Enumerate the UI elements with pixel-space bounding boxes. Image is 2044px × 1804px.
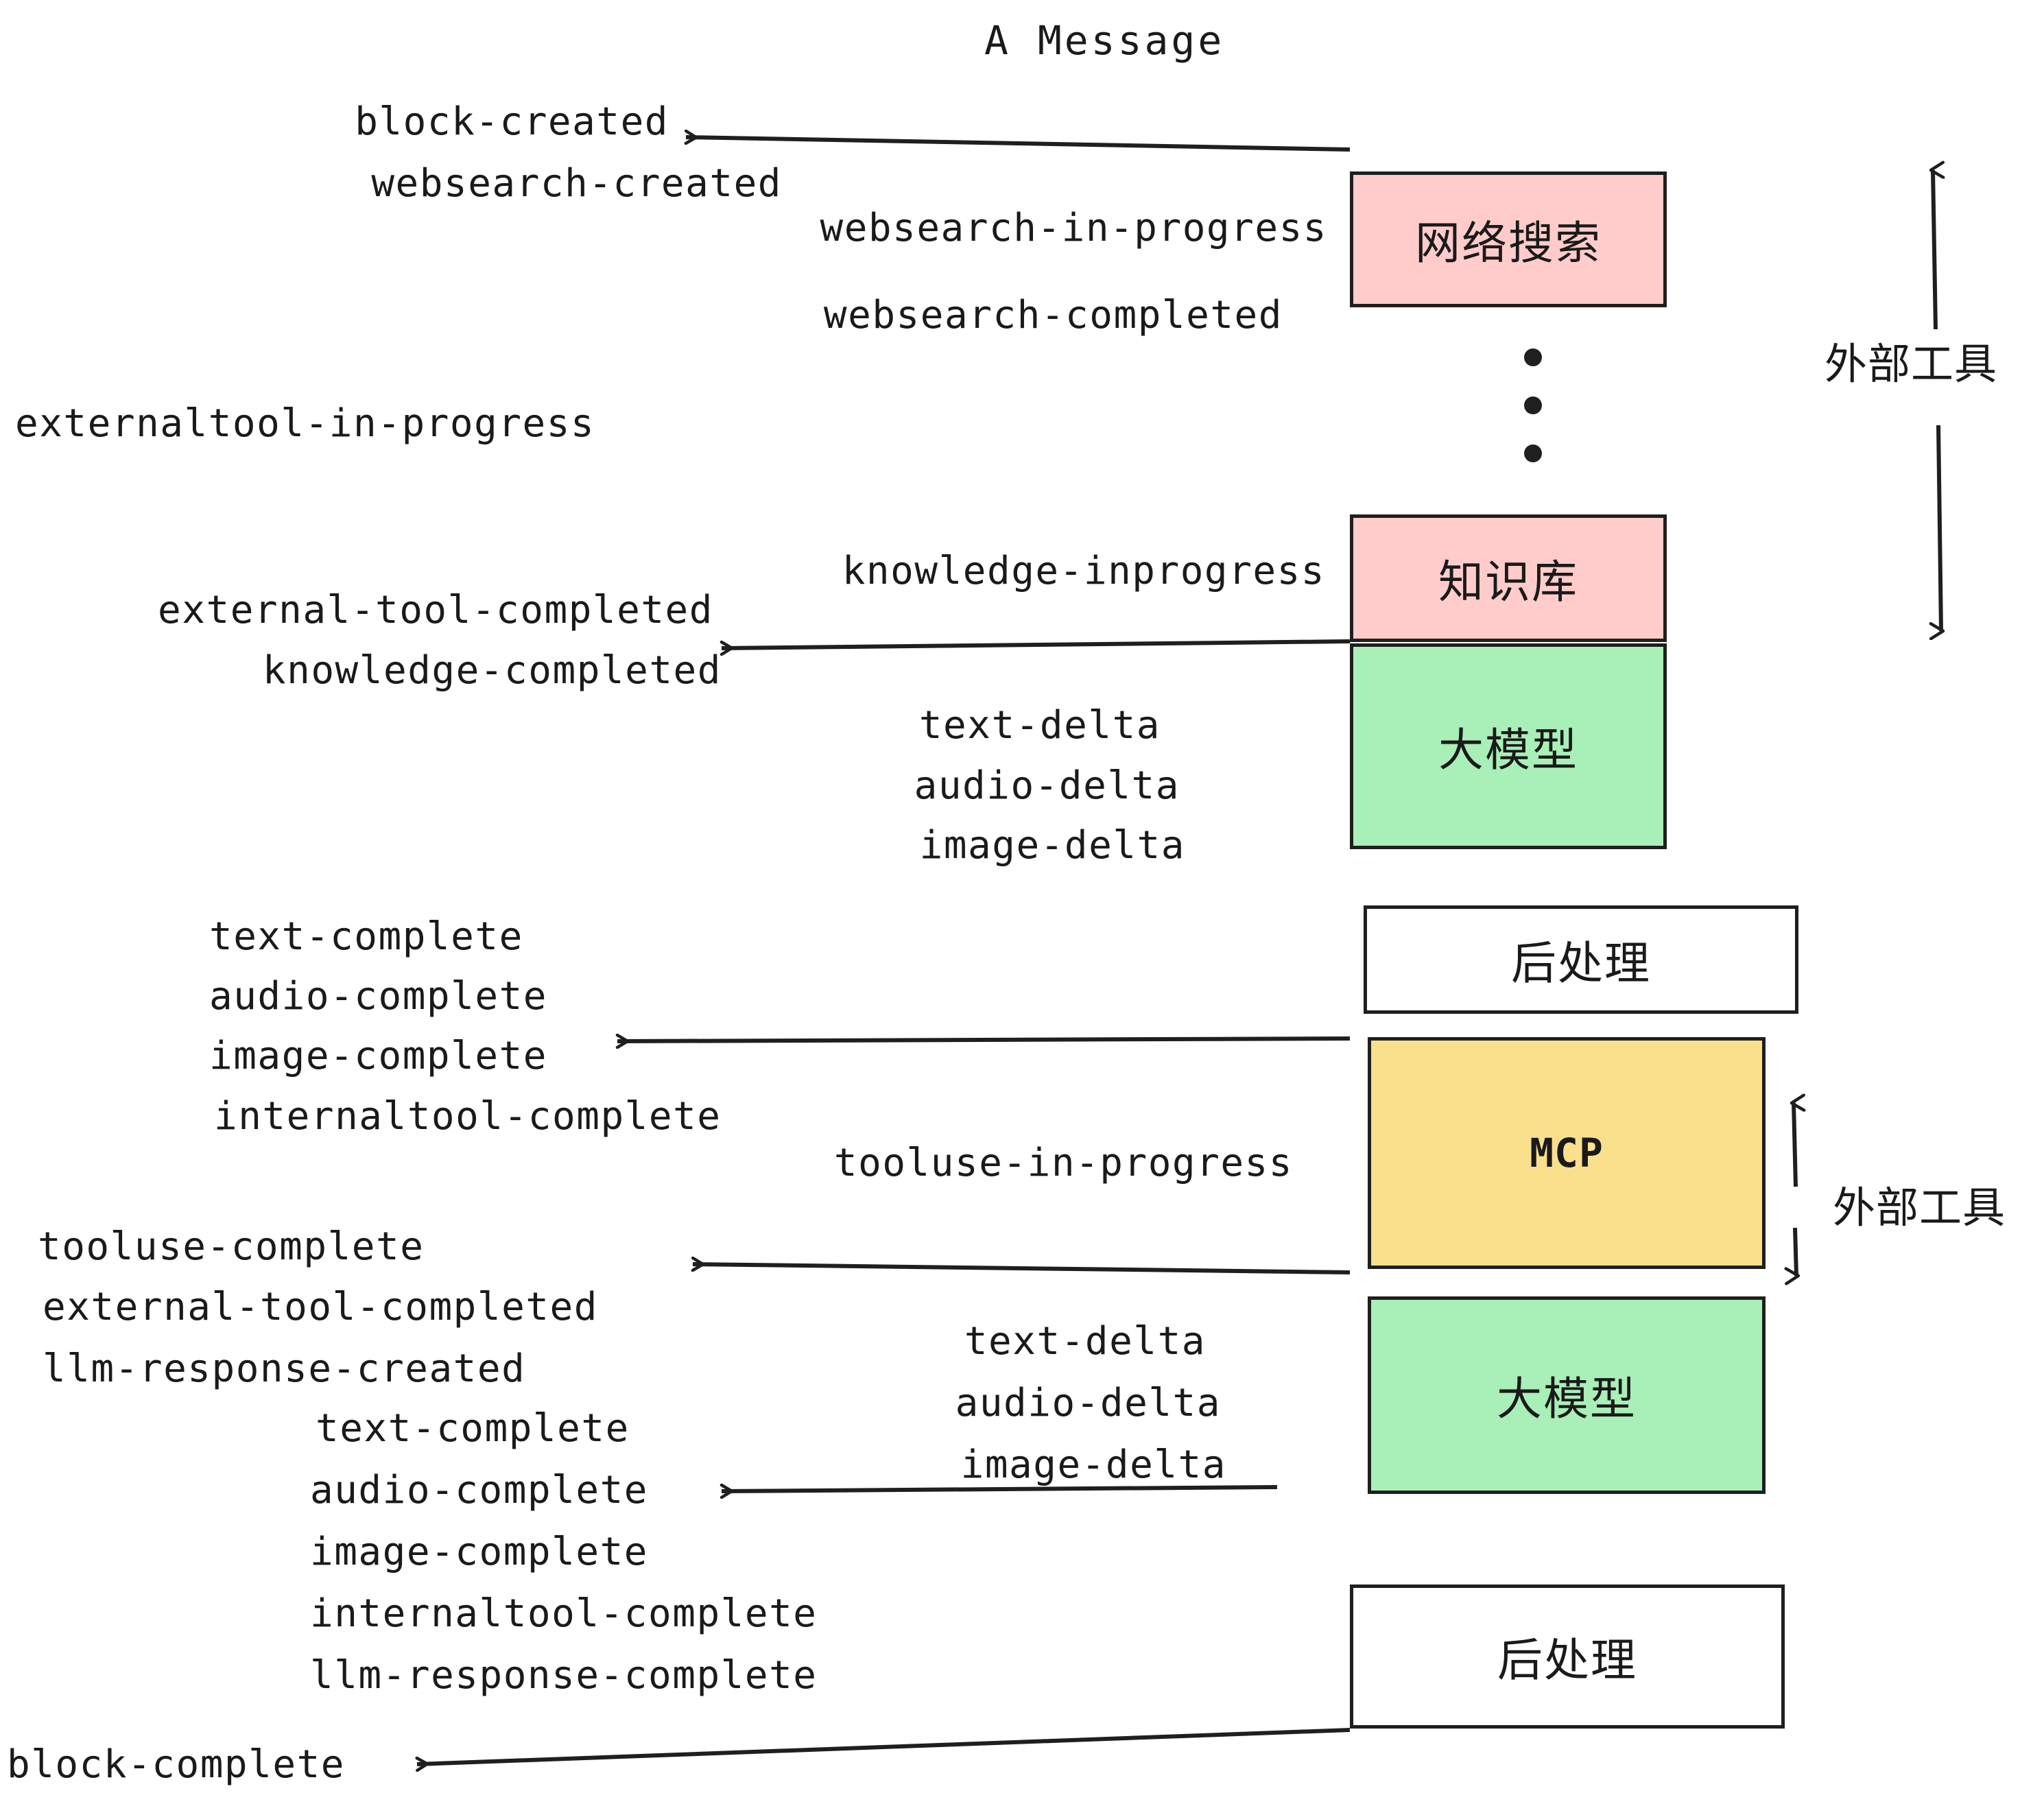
event-image-complete-1: image-complete [209, 1034, 548, 1078]
event-knowledge-completed: knowledge-completed [262, 648, 722, 693]
event-llm-response-complete: llm-response-complete [310, 1653, 818, 1698]
ellipsis-dot-1 [1524, 348, 1542, 366]
box-postprocess-second[interactable]: 后处理 [1350, 1585, 1785, 1729]
external-tools-label-bottom: 外部工具 [1833, 1183, 2006, 1233]
event-tooluse-complete: tooluse-complete [38, 1224, 425, 1269]
box-knowledge[interactable]: 知识库 [1350, 514, 1667, 642]
event-websearch-created: websearch-created [371, 161, 782, 206]
page-title: A Message [984, 17, 1225, 64]
event-image-delta-2: image-delta [960, 1443, 1226, 1487]
box-llm-second[interactable]: 大模型 [1368, 1296, 1766, 1494]
external-tools-label-top: 外部工具 [1825, 339, 1998, 389]
box-mcp[interactable]: MCP [1368, 1037, 1766, 1269]
box-postprocess-first-label: 后处理 [1511, 937, 1651, 990]
box-mcp-label: MCP [1530, 1130, 1604, 1176]
box-websearch-label: 网络搜索 [1415, 217, 1602, 270]
event-llm-response-created: llm-response-created [43, 1346, 526, 1391]
event-external-tool-completed-1: external-tool-completed [158, 588, 713, 632]
event-websearch-in-progress: websearch-in-progress [820, 206, 1327, 250]
event-text-complete-2: text-complete [316, 1406, 630, 1451]
box-postprocess-second-label: 后处理 [1497, 1634, 1637, 1687]
event-block-complete: block-complete [7, 1742, 346, 1787]
event-audio-delta-1: audio-delta [914, 763, 1180, 808]
event-text-delta-1: text-delta [918, 703, 1161, 748]
event-text-complete-1: text-complete [209, 914, 523, 959]
event-internaltool-complete-1: internaltool-complete [214, 1094, 722, 1139]
box-knowledge-label: 知识库 [1438, 556, 1578, 608]
event-websearch-completed: websearch-completed [823, 293, 1283, 337]
event-knowledge-inprogress: knowledge-inprogress [842, 549, 1325, 593]
box-llm-first[interactable]: 大模型 [1350, 643, 1667, 849]
ellipsis-dot-2 [1524, 396, 1542, 414]
event-image-complete-2: image-complete [310, 1530, 649, 1574]
event-internaltool-complete-2: internaltool-complete [310, 1591, 818, 1636]
box-websearch[interactable]: 网络搜索 [1350, 171, 1667, 307]
event-external-tool-completed-2: external-tool-completed [43, 1285, 598, 1329]
event-audio-complete-2: audio-complete [310, 1468, 649, 1512]
event-audio-delta-2: audio-delta [955, 1381, 1221, 1425]
box-llm-first-label: 大模型 [1438, 724, 1578, 776]
event-tooluse-in-progress: tooluse-in-progress [833, 1141, 1293, 1185]
event-audio-complete-1: audio-complete [209, 974, 548, 1019]
event-externaltool-in-progress: externaltool-in-progress [15, 401, 595, 446]
box-postprocess-first[interactable]: 后处理 [1364, 905, 1798, 1014]
box-llm-second-label: 大模型 [1497, 1373, 1637, 1425]
ellipsis-dot-3 [1524, 444, 1542, 462]
event-text-delta-2: text-delta [964, 1319, 1206, 1364]
event-block-created: block-created [355, 99, 669, 144]
event-image-delta-1: image-delta [919, 823, 1185, 868]
